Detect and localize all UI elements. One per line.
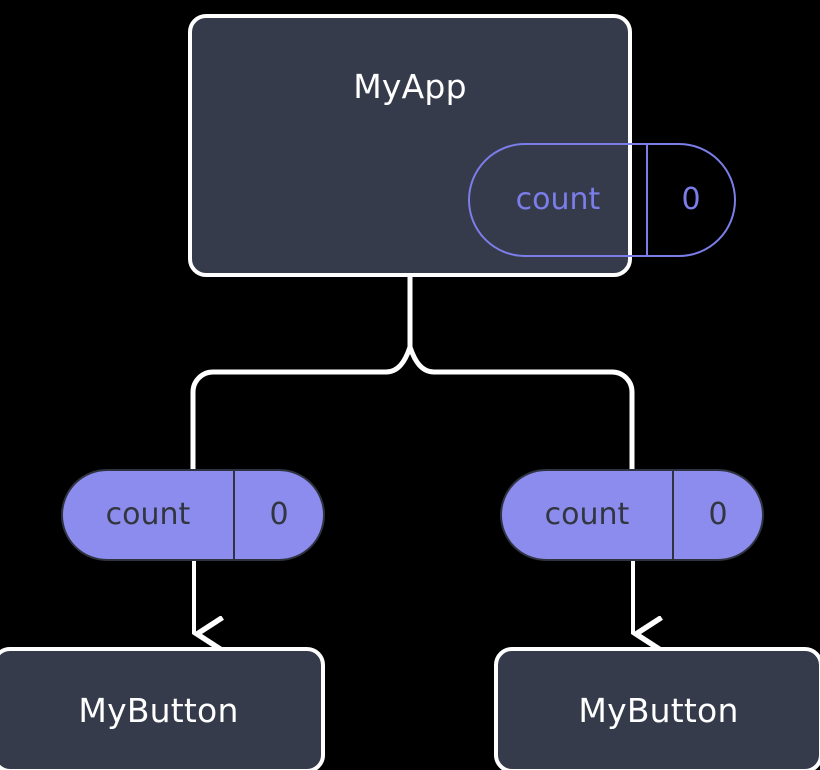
component-node-mybutton-right[interactable]: MyButton	[494, 647, 820, 770]
prop-key-label: count	[502, 471, 674, 559]
prop-key-label: count	[63, 471, 235, 559]
component-label-mybutton-right: MyButton	[578, 690, 739, 730]
component-label-mybutton-left: MyButton	[78, 690, 239, 730]
connector-split-right	[407, 346, 635, 475]
component-node-mybutton-left[interactable]: MyButton	[0, 647, 325, 770]
component-node-myapp[interactable]: MyApp count 0	[188, 14, 736, 277]
prop-value-label: 0	[269, 497, 289, 532]
state-key-label: count	[470, 145, 648, 255]
prop-pill-left[interactable]: count 0	[61, 469, 325, 561]
prop-pill-right[interactable]: count 0	[500, 469, 764, 561]
state-value-label: 0	[681, 182, 701, 217]
state-pill-myapp[interactable]: count 0	[468, 143, 736, 257]
prop-value-label: 0	[708, 497, 728, 532]
component-label-myapp: MyApp	[353, 67, 467, 106]
connector-split-left	[190, 346, 413, 475]
